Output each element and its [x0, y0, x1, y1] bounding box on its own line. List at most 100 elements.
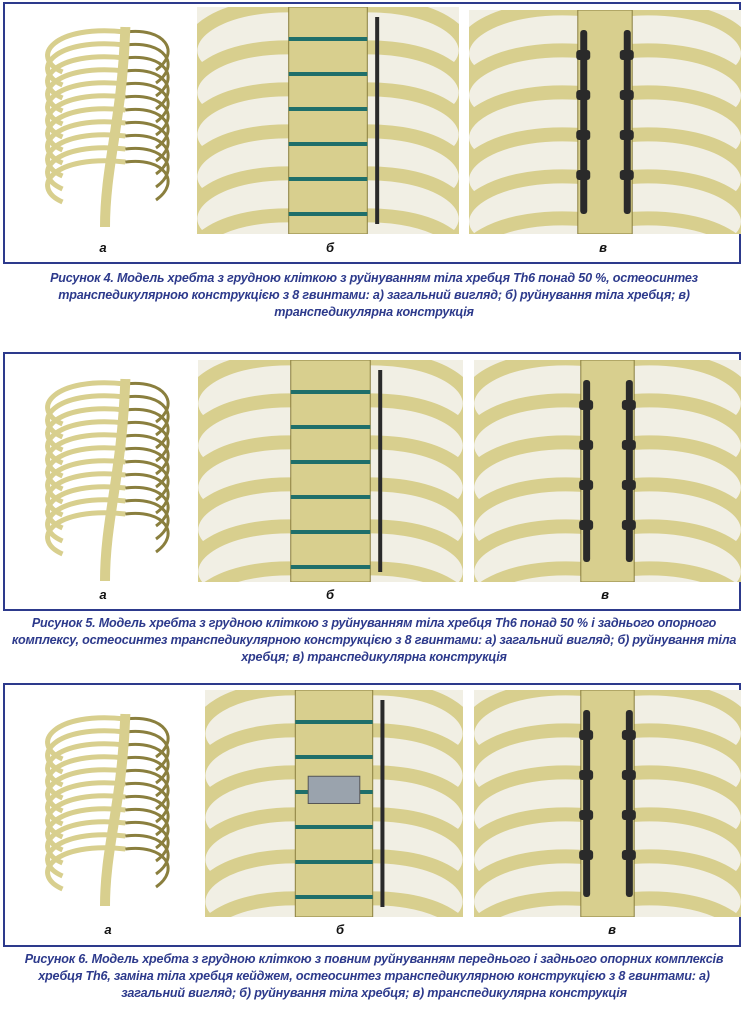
rib-shape	[343, 561, 456, 582]
rib-shape	[469, 43, 593, 112]
disc-band	[295, 720, 373, 724]
screw-shape	[621, 850, 636, 860]
rib-shape	[205, 807, 322, 876]
rib-shape	[45, 497, 126, 544]
rib-shape	[45, 471, 126, 518]
screw-shape	[579, 440, 594, 450]
rib-shape	[620, 561, 734, 582]
rod-shape	[625, 380, 633, 562]
figure-4-label-b: б	[325, 240, 335, 255]
rib-shape	[620, 393, 741, 462]
rib-shape	[198, 360, 318, 420]
rib-shape	[45, 741, 126, 788]
rib-shape	[343, 519, 463, 582]
disc-band	[288, 72, 368, 76]
figure-5-caption: Рисунок 5. Модель хребта з грудною клітк…	[11, 616, 737, 664]
rib-shape	[205, 690, 322, 750]
disc-band	[288, 177, 368, 181]
rib-shape	[617, 43, 741, 112]
screw-shape	[576, 50, 591, 60]
rib-shape	[45, 80, 126, 127]
figure-6-label-b: б	[335, 922, 345, 937]
rib-shape	[346, 723, 463, 792]
rib-shape	[45, 132, 126, 179]
rib-shape	[45, 106, 126, 153]
rib-shape	[474, 435, 595, 504]
rib-shape	[45, 845, 126, 892]
rib-shape	[45, 445, 126, 492]
rib-shape	[340, 82, 459, 151]
rib-shape	[481, 561, 595, 582]
figure-5-frame: а б в	[3, 352, 741, 611]
rib-shape	[197, 124, 316, 193]
figure-4-panel-b-image	[197, 7, 459, 234]
rib-shape	[617, 127, 741, 196]
rib-shape	[45, 458, 126, 505]
figure-4-panel-a-image	[20, 12, 190, 232]
screw-shape	[621, 520, 636, 530]
disc-band	[288, 37, 368, 41]
rib-shape	[205, 723, 322, 792]
rib-shape	[45, 54, 126, 101]
rib-shape	[198, 477, 318, 546]
rib-shape	[125, 498, 170, 541]
figure-5-panel-b-image	[198, 360, 463, 582]
rib-shape	[45, 819, 126, 866]
rib-shape	[125, 511, 170, 554]
rib-shape	[45, 380, 126, 427]
figure-6-caption: Рисунок 6. Модель хребта з грудною клітк…	[24, 952, 724, 1000]
rod-shape	[378, 370, 383, 572]
rib-shape	[45, 406, 126, 453]
rib-shape	[618, 10, 741, 70]
rib-shape	[474, 690, 595, 750]
rib-shape	[346, 891, 463, 917]
figure-4-frame: а б в	[3, 2, 741, 264]
figure-4-label-c: в	[599, 240, 607, 255]
rib-shape	[620, 435, 741, 504]
figure-6-label-a: а	[104, 922, 112, 937]
rib-shape	[620, 360, 741, 420]
rib-shape	[469, 169, 593, 234]
rib-shape	[620, 723, 741, 792]
screw-shape	[619, 130, 634, 140]
rib-shape	[474, 891, 595, 917]
rib-shape	[474, 849, 595, 917]
rib-shape	[469, 10, 592, 70]
figure-6-panel-c-image	[474, 690, 741, 917]
screw-shape	[621, 480, 636, 490]
rib-shape	[474, 765, 595, 834]
rib-shape	[45, 832, 126, 879]
rib-shape	[340, 124, 459, 193]
figure-6-frame: а б в	[3, 683, 741, 947]
figure-6-panel-b-image	[205, 690, 463, 917]
screw-shape	[579, 480, 594, 490]
figure-6-label-c: в	[608, 922, 616, 937]
rib-shape	[346, 849, 463, 917]
figure-6-panel-a-image	[20, 699, 190, 911]
disc-band	[290, 425, 371, 429]
rib-shape	[205, 891, 322, 917]
rib-shape	[341, 7, 459, 67]
rib-shape	[620, 765, 741, 834]
rib-shape	[205, 561, 318, 582]
rib-shape	[469, 85, 593, 154]
cage-implant-shape	[307, 775, 361, 805]
rib-shape	[617, 211, 737, 234]
disc-band	[290, 460, 371, 464]
rib-shape	[125, 159, 170, 202]
disc-band	[288, 212, 368, 216]
rib-shape	[340, 166, 459, 234]
rib-shape	[205, 849, 322, 917]
rib-shape	[125, 146, 170, 189]
disc-band	[290, 390, 371, 394]
rib-shape	[343, 435, 463, 504]
rib-shape	[340, 208, 459, 234]
spine-shape	[100, 713, 131, 907]
rib-shape	[474, 393, 595, 462]
screw-shape	[619, 50, 634, 60]
rib-shape	[45, 67, 126, 114]
rib-shape	[198, 519, 318, 582]
rib-shape	[197, 166, 316, 234]
rib-shape	[620, 477, 741, 546]
figure-5-label-c: в	[601, 587, 609, 602]
